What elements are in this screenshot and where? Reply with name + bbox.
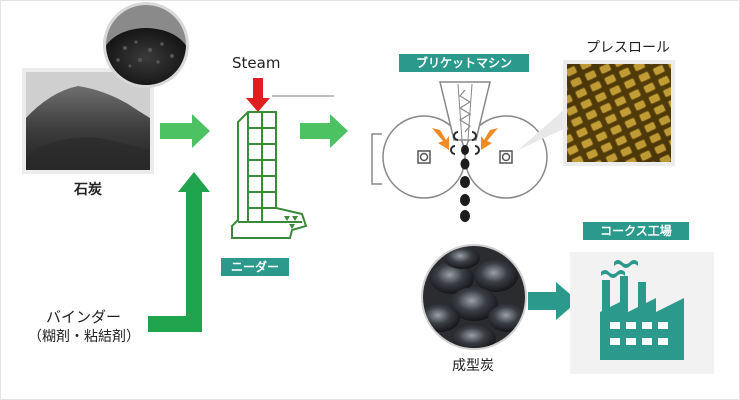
arrow-kneader-to-machine bbox=[300, 114, 348, 148]
briquette-machine-tag: ブリケットマシン bbox=[399, 54, 529, 72]
kneader-tag: ニーダー bbox=[221, 258, 289, 276]
coal-label: 石炭 bbox=[74, 183, 102, 197]
arrow-binder-to-kneader bbox=[148, 172, 210, 332]
factory-icon bbox=[570, 252, 714, 374]
binder-label-line2: （糊剤・粘結剤） bbox=[28, 330, 140, 344]
formed-coal-label: 成型炭 bbox=[452, 359, 494, 373]
steam-label: Steam bbox=[232, 56, 280, 71]
kneader-diagram bbox=[232, 112, 306, 238]
press-roll-label: プレスロール bbox=[586, 41, 670, 55]
binder-label-line1: バインダー bbox=[46, 310, 121, 325]
coke-factory-tag: コークス工場 bbox=[583, 222, 689, 240]
arrow-coal-to-kneader bbox=[160, 114, 210, 148]
briquette-machine-diagram bbox=[372, 82, 547, 222]
briquettes-photo bbox=[420, 244, 530, 354]
steam-arrow bbox=[246, 78, 270, 112]
